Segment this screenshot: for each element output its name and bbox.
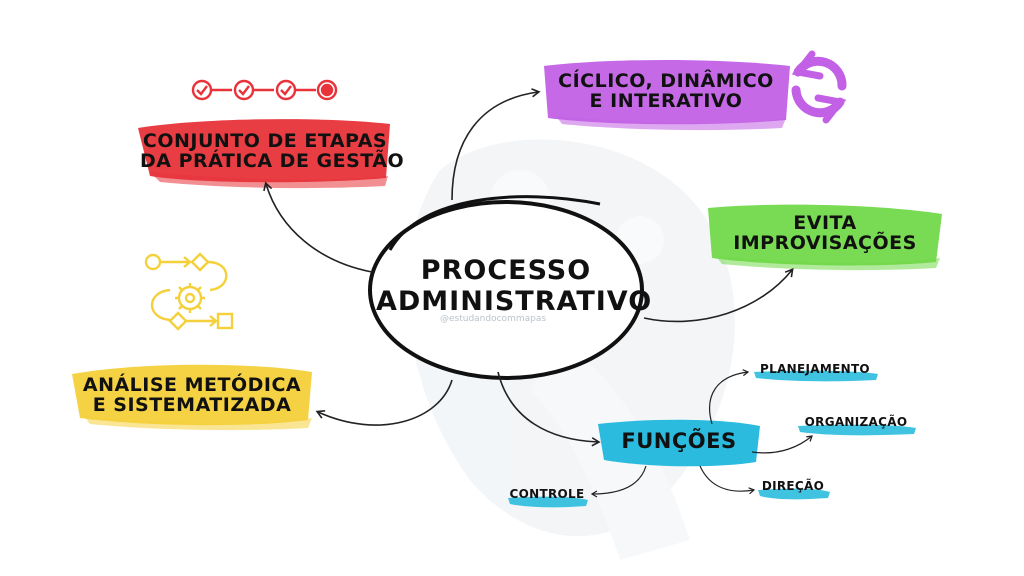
node-evita-line2: IMPROVISAÇÕES	[733, 231, 917, 254]
arrow-to-ciclico	[451, 88, 541, 201]
brush-funcoes	[598, 419, 760, 467]
function-controle: CONTROLE	[509, 487, 585, 501]
refresh-cycle-icon	[791, 50, 847, 124]
arrow-to-controle	[590, 465, 647, 498]
brush-analise	[72, 364, 312, 431]
node-ciclico-line1: CÍCLICO, DINÂMICO	[558, 70, 774, 92]
function-organizacao: ORGANIZAÇÃO	[804, 415, 908, 429]
arrow-to-planejamento	[709, 369, 750, 425]
node-analise-line2: E SISTEMATIZADA	[92, 393, 292, 416]
arrow-to-direcao	[699, 465, 756, 495]
node-analise-line1: ANÁLISE METÓDICA	[82, 374, 302, 396]
arrow-to-analise	[315, 379, 453, 426]
node-analise: ANÁLISE METÓDICA E SISTEMATIZADA	[74, 374, 310, 416]
node-etapas-line2: DA PRÁTICA DE GESTÃO	[140, 149, 405, 172]
center-title-line1: PROCESSO	[420, 255, 592, 286]
connectors	[263, 88, 813, 498]
node-ciclico-line2: E INTERATIVO	[589, 89, 743, 112]
node-ciclico: CÍCLICO, DINÂMICO E INTERATIVO	[546, 70, 786, 112]
brush-small-underlines	[508, 370, 916, 508]
node-evita-line1: EVITA	[793, 212, 857, 234]
function-direcao: DIREÇÃO	[761, 479, 825, 493]
node-evita: EVITA IMPROVISAÇÕES	[712, 212, 938, 254]
gear-flowchart-icon	[144, 252, 234, 331]
node-etapas: CONJUNTO DE ETAPAS DA PRÁTICA DE GESTÃO	[140, 130, 405, 172]
arrow-to-evita	[643, 267, 794, 323]
arrow-to-organizacao	[751, 435, 813, 454]
watermark-text: @estudandocommapas	[440, 314, 547, 324]
node-etapas-line1: CONJUNTO DE ETAPAS	[142, 130, 388, 152]
center-ellipse	[368, 195, 644, 380]
arrow-to-etapas	[263, 181, 373, 273]
brush-etapas	[138, 119, 390, 189]
brush-evita	[708, 204, 942, 271]
checklist-steps-icon	[191, 79, 338, 101]
arrow-to-funcoes	[497, 371, 601, 447]
center-title-line2: ADMINISTRATIVO	[376, 286, 653, 318]
brush-ciclico	[544, 60, 790, 131]
function-planejamento: PLANEJAMENTO	[760, 362, 870, 376]
center-title: PROCESSO ADMINISTRATIVO	[376, 255, 653, 318]
node-funcoes: FUNÇÕES	[621, 429, 737, 453]
